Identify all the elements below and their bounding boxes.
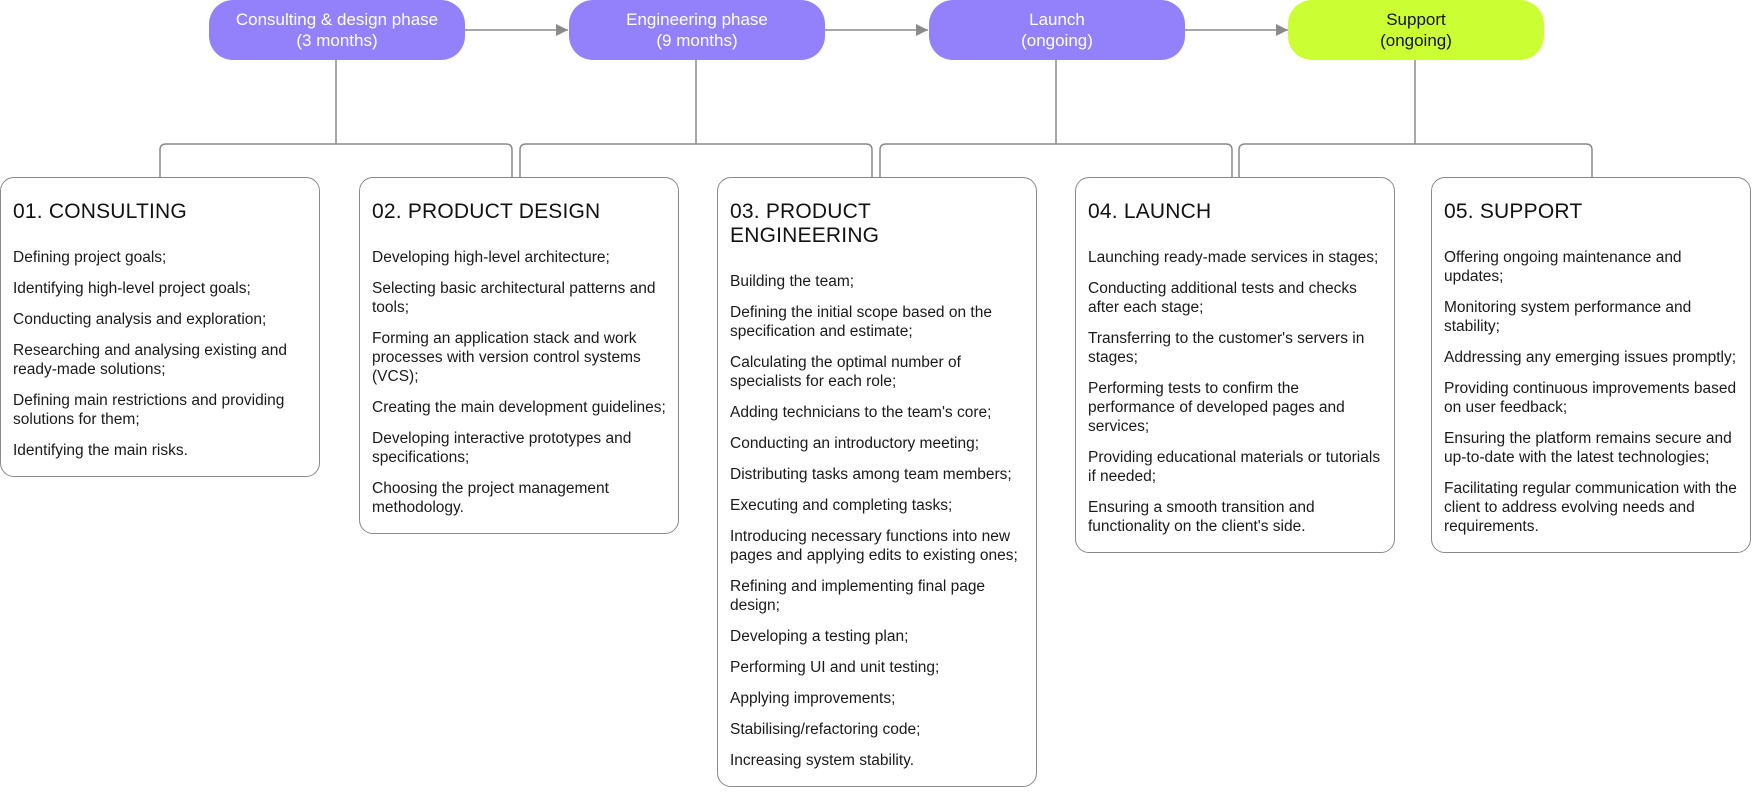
phase-title: Launch [1029, 10, 1085, 29]
list-item: Performing tests to confirm the performa… [1088, 380, 1345, 435]
list-item: Ensuring a smooth transition and functio… [1088, 499, 1315, 535]
phase-consulting-design: Consulting & design phase (3 months) [209, 0, 465, 60]
list-item: Creating the main development guidelines… [372, 399, 666, 416]
list-item: Ensuring the platform remains secure and… [1444, 430, 1732, 466]
list-item: Transferring to the customer's servers i… [1088, 330, 1365, 366]
card-consulting: 01. CONSULTING Defining project goals; I… [0, 177, 320, 477]
phase-engineering: Engineering phase (9 months) [569, 0, 825, 60]
card-product-design: 02. PRODUCT DESIGN Developing high-level… [359, 177, 679, 534]
phase-duration: (ongoing) [1380, 31, 1452, 50]
list-item: Stabilising/refactoring code; [730, 721, 921, 738]
card-list: Offering ongoing maintenance and updates… [1444, 248, 1738, 536]
list-item: Selecting basic architectural patterns a… [372, 280, 656, 316]
list-item: Refining and implementing final page des… [730, 578, 986, 614]
card-title: 03. PRODUCT ENGINEERING [730, 200, 880, 247]
phase-title: Support [1386, 10, 1446, 29]
list-item: Executing and completing tasks; [730, 497, 953, 514]
phase-support: Support (ongoing) [1288, 0, 1544, 60]
list-item: Launching ready-made services in stages; [1088, 249, 1379, 266]
list-item: Monitoring system performance and stabil… [1444, 299, 1692, 335]
phase-duration: (3 months) [296, 31, 378, 50]
list-item: Introducing necessary functions into new… [730, 528, 1018, 564]
list-item: Applying improvements; [730, 690, 896, 707]
list-item: Defining project goals; [13, 249, 167, 266]
list-item: Forming an application stack and work pr… [372, 330, 641, 385]
list-item: Distributing tasks among team members; [730, 466, 1012, 483]
list-item: Identifying high-level project goals; [13, 280, 251, 297]
phase-launch: Launch (ongoing) [929, 0, 1185, 60]
list-item: Increasing system stability. [730, 752, 915, 769]
list-item: Identifying the main risks. [13, 442, 188, 459]
card-product-engineering: 03. PRODUCT ENGINEERING Building the tea… [717, 177, 1037, 787]
phase-duration: (ongoing) [1021, 31, 1093, 50]
list-item: Researching and analysing existing and r… [13, 342, 288, 378]
list-item: Providing educational materials or tutor… [1088, 449, 1381, 485]
list-item: Conducting analysis and exploration; [13, 311, 267, 328]
card-title: 01. CONSULTING [13, 200, 187, 223]
phase-title: Consulting & design phase [235, 10, 439, 29]
list-item: Defining main restrictions and providing… [13, 392, 285, 428]
list-item: Adding technicians to the team's core; [730, 404, 992, 421]
list-item: Calculating the optimal number of specia… [730, 354, 961, 390]
phase-title: Engineering phase [626, 10, 768, 29]
bracket-2 [519, 143, 873, 177]
list-item: Developing a testing plan; [730, 628, 909, 645]
bracket-4 [1238, 143, 1593, 177]
bracket-1 [159, 143, 513, 177]
list-item: Developing high-level architecture; [372, 249, 610, 266]
phase-duration: (9 months) [656, 31, 738, 50]
card-list: Building the team; Defining the initial … [730, 272, 1024, 770]
list-item: Conducting additional tests and checks a… [1088, 280, 1357, 316]
list-item: Conducting an introductory meeting; [730, 435, 980, 452]
card-title: 02. PRODUCT DESIGN [372, 200, 601, 223]
list-item: Developing interactive prototypes and sp… [372, 430, 632, 466]
list-item: Defining the initial scope based on the … [730, 304, 992, 340]
bracket-3 [879, 143, 1233, 177]
list-item: Facilitating regular communication with … [1444, 480, 1737, 535]
card-list: Defining project goals; Identifying high… [13, 248, 307, 460]
list-item: Offering ongoing maintenance and updates… [1444, 249, 1682, 285]
card-title: 05. SUPPORT [1444, 200, 1583, 223]
card-launch: 04. LAUNCH Launching ready-made services… [1075, 177, 1395, 553]
list-item: Building the team; [730, 273, 855, 290]
card-list: Launching ready-made services in stages;… [1088, 248, 1382, 536]
list-item: Addressing any emerging issues promptly; [1444, 349, 1737, 366]
card-title: 04. LAUNCH [1088, 200, 1212, 223]
card-support: 05. SUPPORT Offering ongoing maintenance… [1431, 177, 1751, 553]
list-item: Choosing the project management methodol… [372, 480, 609, 516]
list-item: Performing UI and unit testing; [730, 659, 940, 676]
card-list: Developing high-level architecture; Sele… [372, 248, 666, 517]
list-item: Providing continuous improvements based … [1444, 380, 1737, 416]
